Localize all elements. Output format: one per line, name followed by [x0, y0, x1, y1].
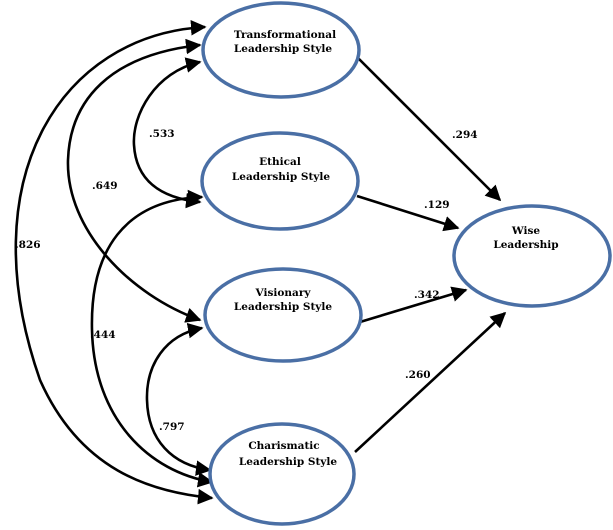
- correlation-transformational-charismatic: [14, 19, 214, 505]
- node-ethical-ellipse: [200, 131, 360, 231]
- node-transformational-label-1: Transformational: [234, 29, 336, 41]
- correlation-ethical-charismatic: [90, 189, 214, 488]
- corr-transformational-ethical: .533: [149, 128, 175, 140]
- node-transformational-ellipse: [201, 1, 361, 99]
- node-visionary-label-2: Leadership Style: [234, 301, 332, 313]
- path-charismatic-to-wise: [354, 311, 507, 453]
- correlation-transformational-ethical: [132, 57, 202, 209]
- node-transformational-label-2: Leadership Style: [234, 43, 332, 55]
- coef-transformational-to-wise: .294: [452, 129, 478, 141]
- node-transformational: Transformational Leadership Style: [201, 1, 361, 99]
- node-visionary: Visionary Leadership Style: [203, 267, 363, 363]
- node-ethical: Ethical Leadership Style: [200, 131, 360, 231]
- coef-charismatic-to-wise: .260: [405, 369, 431, 381]
- node-wise-label-2: Leadership: [493, 239, 558, 251]
- path-visionary-to-wise: [359, 286, 468, 324]
- corr-ethical-charismatic: .444: [90, 329, 116, 341]
- correlation-visionary-charismatic: [145, 322, 212, 476]
- node-visionary-label-1: Visionary: [255, 287, 312, 299]
- node-charismatic-ellipse: [208, 422, 356, 526]
- path-transformational-to-wise: [357, 57, 502, 202]
- node-wise-ellipse: [452, 204, 612, 308]
- coef-visionary-to-wise: .342: [414, 289, 440, 301]
- node-charismatic-label-2: Leadership Style: [239, 456, 337, 468]
- node-charismatic: Charismatic Leadership Style: [208, 422, 356, 526]
- correlation-transformational-visionary: [66, 38, 202, 323]
- path-ethical-to-wise: [356, 194, 460, 232]
- corr-transformational-visionary: .649: [92, 180, 118, 192]
- corr-visionary-charismatic: .797: [159, 421, 185, 433]
- node-ethical-label-1: Ethical: [259, 156, 301, 168]
- node-wise-label-1: Wise: [511, 225, 541, 237]
- node-charismatic-label-1: Charismatic: [248, 440, 319, 452]
- corr-transformational-charismatic: .826: [15, 239, 41, 251]
- node-ethical-label-2: Leadership Style: [232, 171, 330, 183]
- coef-ethical-to-wise: .129: [424, 199, 450, 211]
- node-visionary-ellipse: [203, 267, 363, 363]
- node-wise: Wise Leadership: [452, 204, 612, 308]
